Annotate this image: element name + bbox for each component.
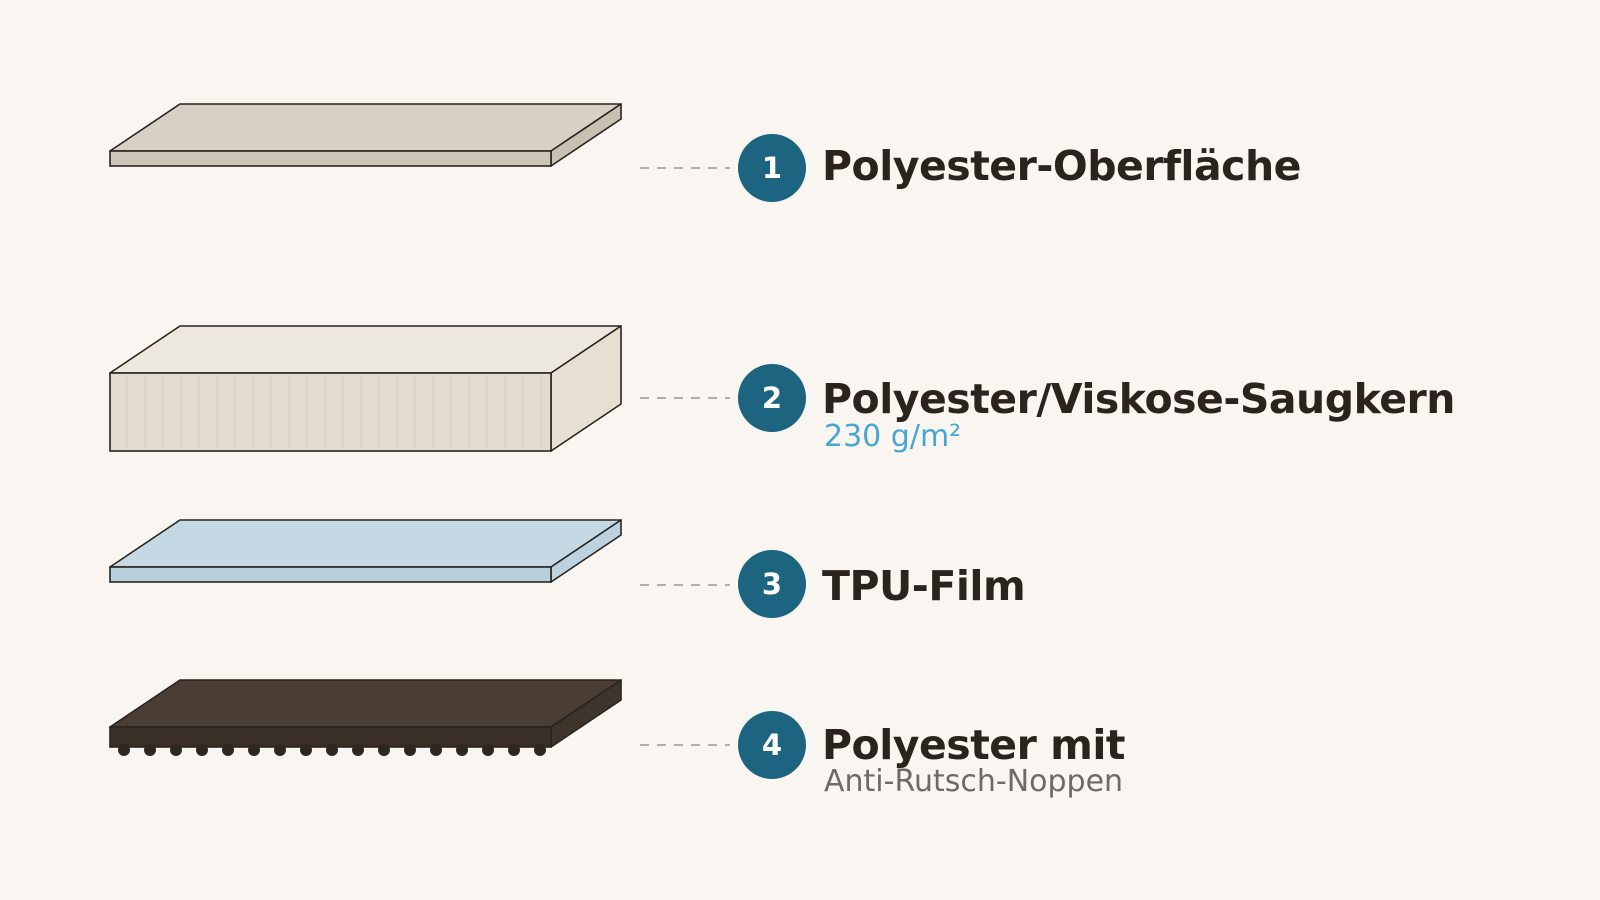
layer-4-anti-slip-dot	[482, 744, 494, 756]
layer-4-anti-slip-dot	[170, 744, 182, 756]
layer-label-1: Polyester-Oberfläche	[822, 142, 1301, 190]
layer-label-2: Polyester/Viskose-Saugkern	[822, 375, 1455, 423]
layer-4-anti-slip-dot	[456, 744, 468, 756]
layer-4-anti-slip-dot	[300, 744, 312, 756]
layer-4-anti-slip-dot	[118, 744, 130, 756]
layer-4-anti-slip-dot	[326, 744, 338, 756]
layer-4-anti-slip-dot	[534, 744, 546, 756]
layer-4-anti-slip-dot	[404, 744, 416, 756]
layer-4-anti-slip-dot	[222, 744, 234, 756]
layer-badge-3: 3	[738, 550, 806, 618]
layer-label-3: TPU-Film	[822, 562, 1026, 610]
layer-2-front-face	[109, 372, 552, 452]
layer-sublabel-4: Anti-Rutsch-Noppen	[824, 764, 1124, 799]
layer-3-top-face	[109, 519, 622, 568]
layer-4-anti-slip-dot	[508, 744, 520, 756]
layer-4-anti-slip-dot	[352, 744, 364, 756]
layer-4-front-face	[109, 726, 552, 748]
layer-sublabel-2: 230 g/m²	[824, 419, 962, 454]
layer-4-anti-slip-dot	[248, 744, 260, 756]
layer-4-anti-slip-dot	[274, 744, 286, 756]
layer-1-top-face	[109, 103, 622, 152]
layer-4-anti-slip-dot	[196, 744, 208, 756]
layer-3-front-face	[109, 566, 552, 583]
layer-4-anti-slip-dot	[144, 744, 156, 756]
layer-badge-1: 1	[738, 134, 806, 202]
layer-badge-4: 4	[738, 711, 806, 779]
layer-4-anti-slip-dot	[430, 744, 442, 756]
layer-label-4: Polyester mit	[822, 721, 1125, 769]
layer-4-top-face	[109, 679, 622, 728]
layer-1-front-face	[109, 150, 552, 167]
layer-4-anti-slip-dot	[378, 744, 390, 756]
layer-2-top-face	[109, 325, 622, 374]
layer-badge-2: 2	[738, 364, 806, 432]
